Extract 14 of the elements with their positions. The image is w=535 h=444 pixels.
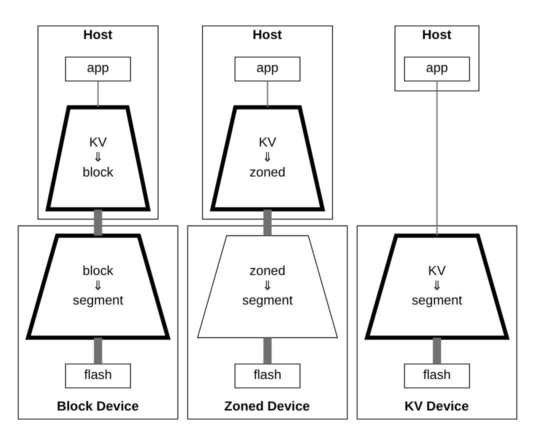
node-box: app: [65, 56, 131, 81]
node-box: app: [404, 56, 470, 81]
connector: [436, 80, 438, 236]
node-box: app: [234, 56, 300, 81]
connector: [432, 337, 442, 364]
connector: [263, 337, 272, 364]
connector: [97, 80, 99, 107]
connector: [94, 337, 102, 364]
node-box: flash: [234, 363, 300, 388]
connector: [266, 80, 268, 107]
connector: [94, 209, 102, 236]
connector: [263, 209, 272, 236]
node-box: flash: [65, 363, 131, 388]
node-box: flash: [404, 363, 470, 388]
